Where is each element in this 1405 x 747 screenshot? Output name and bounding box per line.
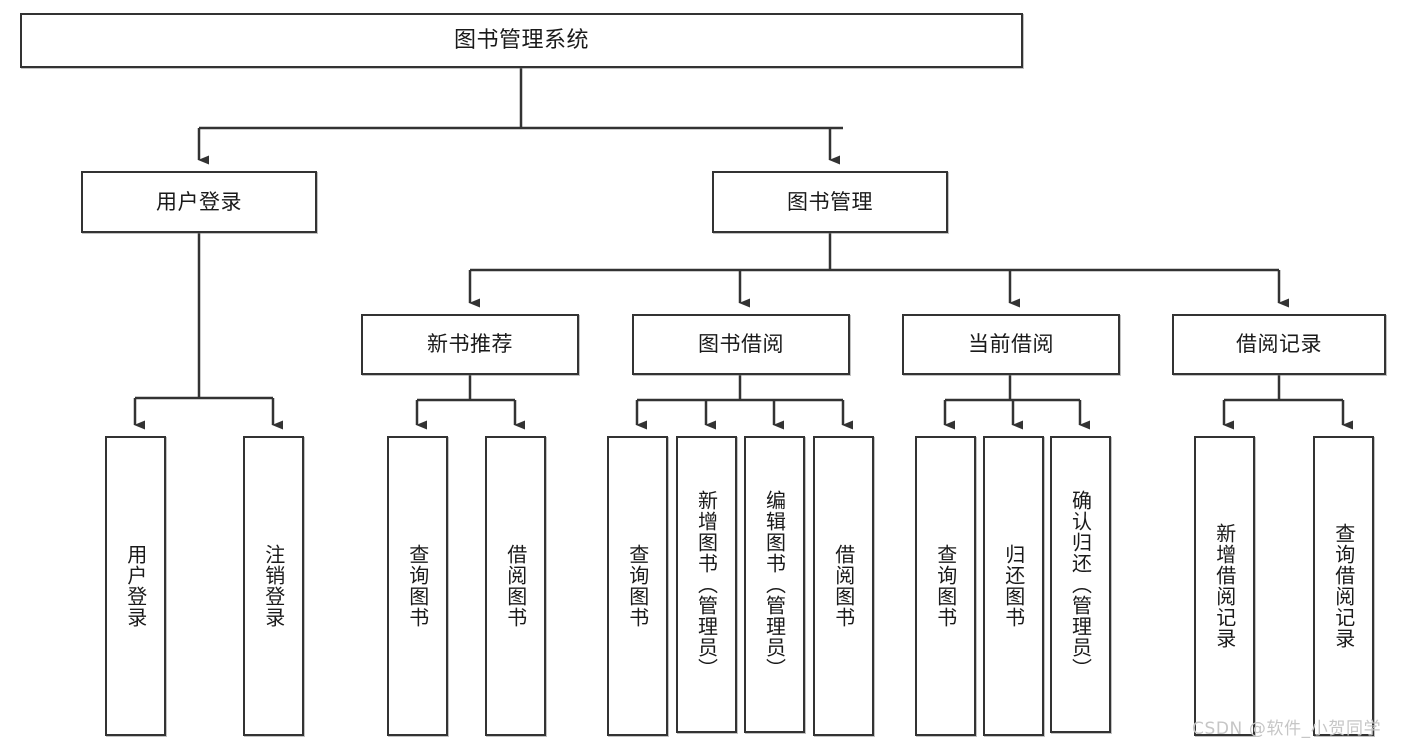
- node-user-login-label: 用户登录: [156, 189, 242, 214]
- node-leaf-confirm-return[interactable]: 确认归还（管理员）: [1050, 436, 1111, 733]
- node-leaf-add-borrow-record-label: 新增借阅记录: [1212, 523, 1237, 649]
- node-book-management[interactable]: 图书管理: [712, 171, 948, 233]
- node-leaf-query-book-3-label: 查询图书: [933, 544, 958, 628]
- node-leaf-add-book-label: 新增图书（管理员）: [694, 490, 719, 679]
- node-current-borrow-label: 当前借阅: [968, 332, 1054, 357]
- node-user-login[interactable]: 用户登录: [81, 171, 317, 233]
- node-leaf-return-book-label: 归还图书: [1001, 544, 1026, 628]
- node-leaf-edit-book[interactable]: 编辑图书（管理员）: [744, 436, 805, 733]
- node-leaf-borrow-book-1[interactable]: 借阅图书: [485, 436, 546, 736]
- node-book-borrow[interactable]: 图书借阅: [632, 314, 850, 375]
- node-leaf-confirm-return-label: 确认归还（管理员）: [1068, 490, 1093, 679]
- node-borrow-record[interactable]: 借阅记录: [1172, 314, 1386, 375]
- node-root[interactable]: 图书管理系统: [20, 13, 1023, 68]
- node-leaf-borrow-book-1-label: 借阅图书: [503, 544, 528, 628]
- node-leaf-borrow-book-2-label: 借阅图书: [831, 544, 856, 628]
- node-new-book-recommend-label: 新书推荐: [427, 332, 513, 357]
- node-leaf-borrow-book-2[interactable]: 借阅图书: [813, 436, 874, 736]
- node-leaf-add-borrow-record[interactable]: 新增借阅记录: [1194, 436, 1255, 736]
- node-book-management-label: 图书管理: [787, 189, 873, 214]
- node-leaf-return-book[interactable]: 归还图书: [983, 436, 1044, 736]
- node-new-book-recommend[interactable]: 新书推荐: [361, 314, 579, 375]
- node-leaf-user-login-label: 用户登录: [123, 544, 148, 628]
- node-leaf-logout-login-label: 注销登录: [261, 544, 286, 628]
- node-current-borrow[interactable]: 当前借阅: [902, 314, 1120, 375]
- node-leaf-query-borrow-record-label: 查询借阅记录: [1331, 523, 1356, 649]
- node-root-label: 图书管理系统: [453, 27, 589, 53]
- node-leaf-edit-book-label: 编辑图书（管理员）: [762, 490, 787, 679]
- node-leaf-add-book[interactable]: 新增图书（管理员）: [676, 436, 737, 733]
- node-leaf-query-book-2[interactable]: 查询图书: [607, 436, 668, 736]
- watermark: CSDN @软件_小贺同学: [1192, 719, 1382, 739]
- node-leaf-query-book-1-label: 查询图书: [405, 544, 430, 628]
- node-leaf-query-book-3[interactable]: 查询图书: [915, 436, 976, 736]
- node-leaf-logout-login[interactable]: 注销登录: [243, 436, 304, 736]
- node-leaf-query-book-2-label: 查询图书: [625, 544, 650, 628]
- node-leaf-user-login[interactable]: 用户登录: [105, 436, 166, 736]
- node-leaf-query-borrow-record[interactable]: 查询借阅记录: [1313, 436, 1374, 736]
- node-book-borrow-label: 图书借阅: [698, 332, 784, 357]
- node-borrow-record-label: 借阅记录: [1236, 332, 1322, 357]
- node-leaf-query-book-1[interactable]: 查询图书: [387, 436, 448, 736]
